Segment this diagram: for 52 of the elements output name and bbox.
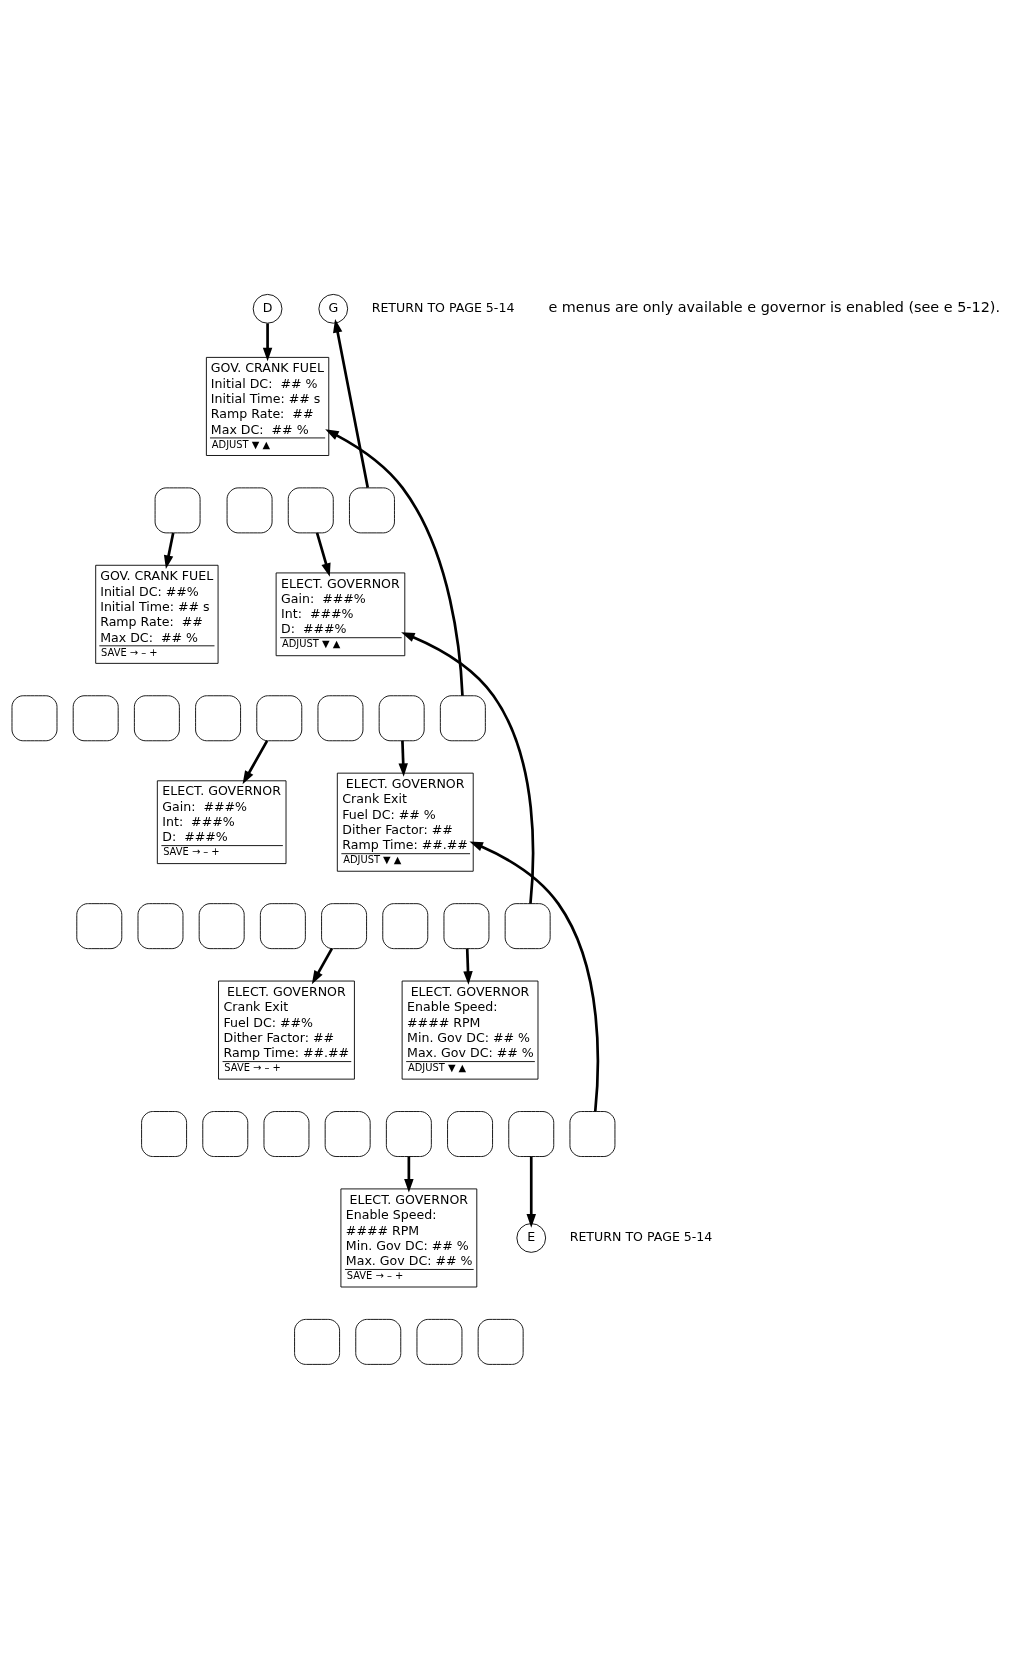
- arrow: [315, 532, 331, 577]
- node-box: [256, 694, 303, 741]
- node-box: [226, 486, 273, 533]
- node-box: [321, 902, 367, 949]
- node-box: [324, 1110, 371, 1157]
- node-box: [198, 902, 245, 949]
- node-box: [355, 1318, 402, 1365]
- node-box: [154, 486, 201, 533]
- arrow: [163, 532, 175, 569]
- node-box: [569, 1110, 616, 1157]
- node-box: [137, 902, 184, 949]
- node-box: [76, 902, 123, 949]
- label: e menus are only available e governor is enabled (see e 5-12).: [548, 298, 1001, 315]
- node-box: [382, 902, 429, 949]
- arrow: [242, 739, 269, 784]
- node-box: [349, 486, 395, 533]
- arrow: [325, 428, 464, 696]
- node-circle: D: [252, 293, 283, 324]
- node-box: [259, 902, 306, 949]
- node-box: [133, 694, 180, 741]
- node-circle: G: [318, 293, 349, 324]
- node-box: [447, 1110, 493, 1157]
- arrow: [526, 1156, 536, 1228]
- node-box: [141, 1110, 188, 1157]
- node-box: [477, 1318, 524, 1365]
- node-box: [317, 694, 364, 741]
- node-box: GOV. CRANK FUEL Initial DC: ## % Initial Time: ## s Ramp Rate: ## Max DC: ## % ADJUST ▼ ▲: [205, 356, 330, 456]
- node-box: [195, 694, 242, 741]
- arrow: [469, 840, 600, 1112]
- node-label: RETURN TO PAGE 5-14: [569, 1228, 713, 1244]
- node-box: [439, 694, 486, 741]
- node-box: [287, 486, 334, 533]
- node-circle: E: [516, 1222, 547, 1253]
- node-label: RETURN TO PAGE 5-14: [371, 299, 515, 315]
- node-box: [11, 694, 58, 741]
- node-box: [508, 1110, 555, 1157]
- node-box: [72, 694, 119, 741]
- node-box: [294, 1318, 340, 1365]
- arrow: [463, 948, 473, 985]
- node-box: [416, 1318, 463, 1365]
- arrow: [404, 1156, 414, 1193]
- node-box: [263, 1110, 310, 1157]
- arrow: [333, 318, 370, 488]
- node-box: [504, 902, 551, 949]
- node-box: [443, 902, 490, 949]
- arrow: [398, 740, 408, 777]
- arrow: [262, 322, 273, 361]
- node-box: [385, 1110, 432, 1157]
- arrow: [401, 631, 535, 904]
- arrow: [311, 947, 334, 984]
- node-box: [202, 1110, 249, 1157]
- node-box: [378, 694, 425, 741]
